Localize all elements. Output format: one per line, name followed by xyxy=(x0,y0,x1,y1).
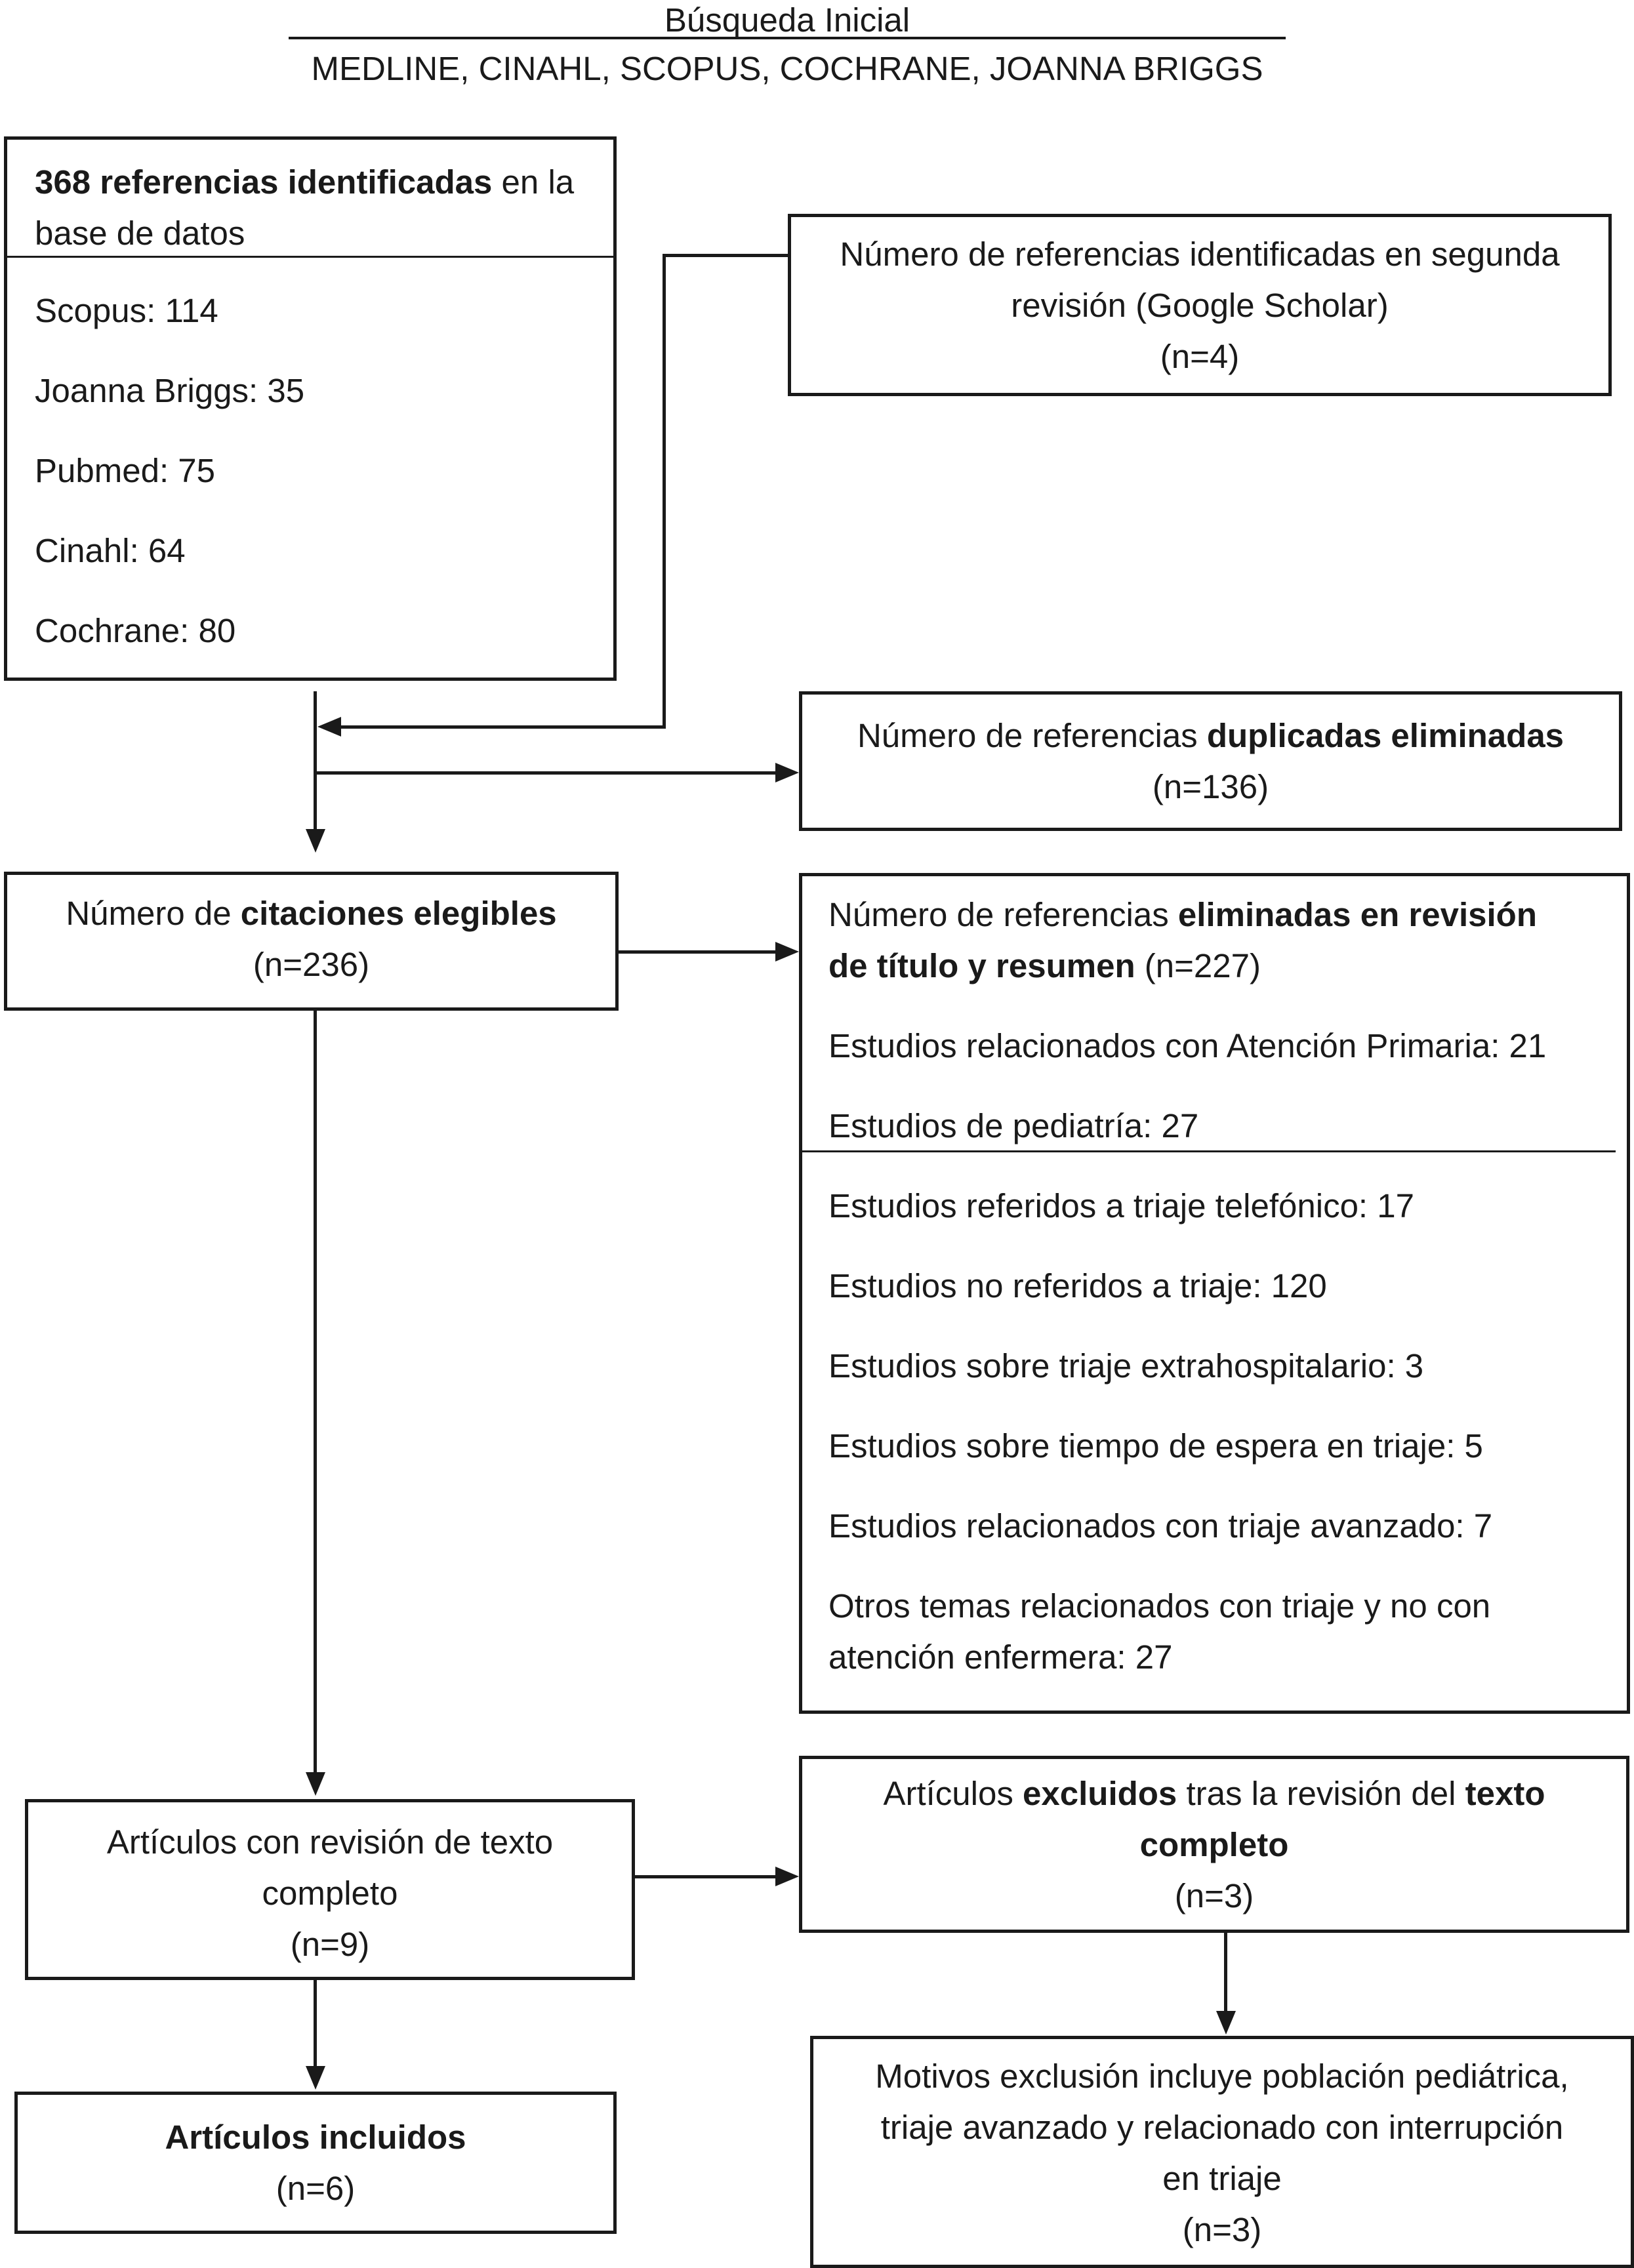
connector-second-review-h2 xyxy=(341,725,666,729)
header-databases: MEDLINE, CINAHL, SCOPUS, COCHRANE, JOANN… xyxy=(311,50,1263,87)
arrow-to-reasons xyxy=(1216,2011,1236,2035)
arrow-to-excluded xyxy=(775,1867,799,1886)
header-rule xyxy=(289,37,1286,39)
arrow-to-included xyxy=(306,2066,325,2090)
connector-eligible-to-removed xyxy=(619,950,775,954)
exclusion-reasons-box: Motivos exclusión incluye población pedi… xyxy=(810,2036,1634,2268)
removed-item-waiting-time: Estudios sobre tiempo de espera en triaj… xyxy=(828,1427,1483,1465)
source-cochrane: Cochrane: 80 xyxy=(35,612,236,649)
connector-second-review-h1 xyxy=(663,254,788,257)
connector-identified-to-eligible xyxy=(314,691,317,838)
removed-title-abstract-box: Número de referencias eliminadas en revi… xyxy=(799,873,1630,1714)
arrow-to-removed xyxy=(775,942,799,962)
removed-item-advanced: Estudios relacionados con triaje avanzad… xyxy=(828,1507,1493,1545)
identified-references-box: 368 referencias identificadas en la base… xyxy=(4,136,617,681)
source-cinahl: Cinahl: 64 xyxy=(35,532,186,569)
connector-to-duplicates xyxy=(314,771,775,775)
arrow-to-duplicates xyxy=(775,763,799,782)
removed-item-prehospital: Estudios sobre triaje extrahospitalario:… xyxy=(828,1347,1424,1385)
connector-excluded-to-reasons xyxy=(1224,1933,1227,2012)
removed-item-pediatrics: Estudios de pediatría: 27 xyxy=(828,1107,1199,1144)
removed-item-not-triage: Estudios no referidos a triaje: 120 xyxy=(828,1267,1327,1305)
identified-title: 368 referencias identificadas en la base… xyxy=(35,163,575,252)
header-title: Búsqueda Inicial xyxy=(664,1,910,39)
arrow-to-fulltext xyxy=(306,1772,325,1796)
connector-fulltext-to-excluded xyxy=(635,1875,775,1878)
removed-item-other: Otros temas relacionados con triaje y no… xyxy=(828,1587,1491,1676)
connector-fulltext-to-included xyxy=(314,1980,317,2068)
removed-item-telephone: Estudios referidos a triaje telefónico: … xyxy=(828,1187,1414,1225)
arrow-second-review-into-main xyxy=(317,717,341,737)
connector-eligible-to-fulltext xyxy=(314,1011,317,1775)
removed-divider xyxy=(802,1150,1616,1152)
excluded-box: Artículos excluidos tras la revisión del… xyxy=(799,1756,1629,1933)
connector-second-review-v xyxy=(663,254,666,729)
eligible-box: Número de citaciones elegibles (n=236) xyxy=(4,872,619,1011)
removed-item-primary-care: Estudios relacionados con Atención Prima… xyxy=(828,1027,1547,1064)
included-box: Artículos incluidos (n=6) xyxy=(14,2092,617,2234)
second-review-box: Número de referencias identificadas en s… xyxy=(788,214,1612,396)
removed-title: Número de referencias eliminadas en revi… xyxy=(828,896,1537,984)
identified-divider xyxy=(7,256,613,258)
fulltext-box: Artículos con revisión de texto completo… xyxy=(25,1799,635,1980)
source-pubmed: Pubmed: 75 xyxy=(35,452,216,489)
arrow-to-eligible xyxy=(306,829,325,853)
source-joanna-briggs: Joanna Briggs: 35 xyxy=(35,372,305,409)
duplicates-box: Número de referencias duplicadas elimina… xyxy=(799,691,1622,831)
source-scopus: Scopus: 114 xyxy=(35,292,218,329)
